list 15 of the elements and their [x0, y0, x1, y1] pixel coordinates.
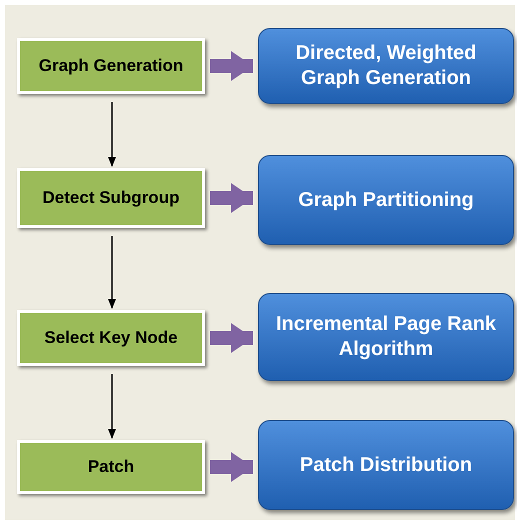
arrow	[108, 374, 116, 439]
method-box: Graph Partitioning	[258, 155, 514, 245]
arrow	[210, 323, 253, 353]
step-box: Select Key Node	[17, 310, 205, 366]
arrow	[108, 236, 116, 309]
arrow	[210, 183, 253, 213]
method-box: Incremental Page Rank Algorithm	[258, 293, 514, 381]
method-box: Patch Distribution	[258, 420, 514, 510]
arrow	[210, 51, 253, 81]
arrow	[108, 102, 116, 167]
arrow	[210, 452, 253, 482]
step-box: Graph Generation	[17, 38, 205, 94]
step-box: Detect Subgroup	[17, 168, 205, 228]
method-box: Directed, Weighted Graph Generation	[258, 28, 514, 104]
step-box: Patch	[17, 440, 205, 494]
